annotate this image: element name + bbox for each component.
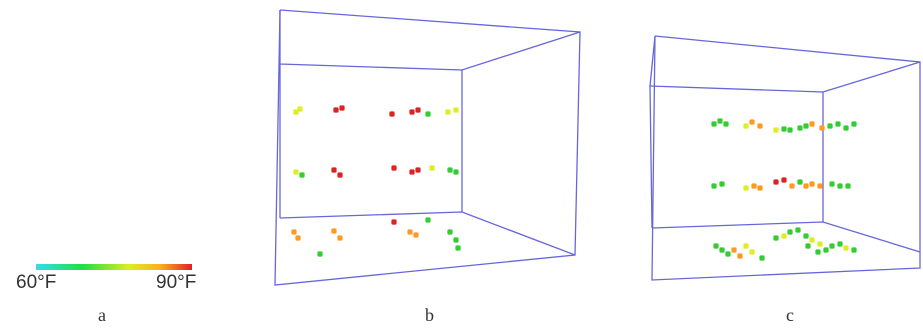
panel-c-point [837, 241, 843, 247]
panel-b-point [331, 167, 337, 173]
panel-c-point [843, 245, 849, 251]
panel-c-point [817, 183, 823, 189]
panel-c-point [723, 121, 729, 127]
panel-c-point [795, 227, 801, 233]
panel-b-point [425, 111, 431, 117]
panel-c-point [781, 233, 787, 239]
panel-c-point [717, 118, 723, 124]
panel-c-point [711, 183, 717, 189]
panel-c-point [803, 183, 809, 189]
panel-c-point [743, 185, 749, 191]
panel-c-point [851, 247, 857, 253]
panel-b-point [293, 169, 299, 175]
panel-c-point [781, 177, 787, 183]
panel-c-point [787, 127, 793, 133]
panel-c-point [803, 233, 809, 239]
panel-c-point [827, 123, 833, 129]
panel-c-point [731, 247, 737, 253]
panel-c-point [773, 235, 779, 241]
panel-c-point [787, 229, 793, 235]
panel-c-point [757, 123, 763, 129]
panel-c-box [649, 35, 921, 281]
panel-b-point [429, 165, 435, 171]
panel-b-point [317, 251, 323, 257]
panel-c-point [843, 125, 849, 131]
legend-min-label: 60°F [16, 272, 57, 293]
panel-b-point [453, 107, 459, 113]
panel-b-point [409, 109, 415, 115]
panel-c-point [809, 181, 815, 187]
panel-c-point [713, 243, 719, 249]
panel-c-point [789, 183, 795, 189]
panel-b-point [295, 235, 301, 241]
panel-b-point [453, 237, 459, 243]
panel-b-point [297, 106, 303, 112]
panel-c-point [797, 179, 803, 185]
panel-c-point [805, 243, 811, 249]
panel-label-a: a [98, 305, 106, 325]
panel-c-point [743, 123, 749, 129]
panel-b-point [337, 235, 343, 241]
panel-c-point [757, 185, 763, 191]
panel-b-point [389, 111, 395, 117]
panel-c-point [773, 127, 779, 133]
panel-b-box [274, 9, 581, 286]
panel-b-point [415, 107, 421, 113]
panel-c-point [819, 125, 825, 131]
panel-b-point [293, 109, 299, 115]
panel-c-point [803, 123, 809, 129]
panel-b-point [339, 105, 345, 111]
panel-b-points [291, 105, 461, 257]
panel-c-point [751, 183, 757, 189]
panel-c-point [829, 243, 835, 249]
panel-c-point [759, 255, 765, 261]
panel-b-point [331, 228, 337, 234]
panel-b-point [447, 167, 453, 173]
panel-c-point [837, 183, 843, 189]
panel-c-point [743, 243, 749, 249]
panel-c-point [737, 253, 743, 259]
panel-b-point [455, 245, 461, 251]
legend-max-label: 90°F [156, 272, 197, 293]
panel-c-point [817, 241, 823, 247]
panel-c-point [749, 119, 755, 125]
panel-label-c: c [786, 305, 794, 325]
panel-c-point [851, 121, 857, 127]
panel-c-point [809, 237, 815, 243]
panel-c-point [711, 121, 717, 127]
panel-c-point [719, 247, 725, 253]
legend-color-bar [36, 264, 192, 270]
panel-b-point [391, 219, 397, 225]
panel-b-point [409, 169, 415, 175]
panel-b-point [407, 229, 413, 235]
panel-b-point [445, 109, 451, 115]
panel-c-point [815, 249, 821, 255]
panel-c-point [829, 181, 835, 187]
panel-b-point [333, 107, 339, 113]
panel-c-point [835, 121, 841, 127]
panel-c-point [781, 126, 787, 132]
panel-label-b: b [425, 305, 434, 325]
panel-c-point [809, 121, 815, 127]
panel-b-point [291, 229, 297, 235]
panel-c-point [725, 251, 731, 257]
panel-b-point [391, 165, 397, 171]
panel-b-point [453, 169, 459, 175]
panel-b-point [299, 172, 305, 178]
panel-c-point [773, 179, 779, 185]
panel-c-point [845, 183, 851, 189]
panel-c-point [823, 247, 829, 253]
panel-c-points [711, 118, 857, 261]
panel-b-point [425, 217, 431, 223]
panel-c-point [797, 125, 803, 131]
panel-b-point [447, 229, 453, 235]
panel-b-point [337, 172, 343, 178]
panel-b-point [415, 167, 421, 173]
panel-b-point [413, 232, 419, 238]
panel-c-point [749, 249, 755, 255]
panel-c-point [719, 181, 725, 187]
